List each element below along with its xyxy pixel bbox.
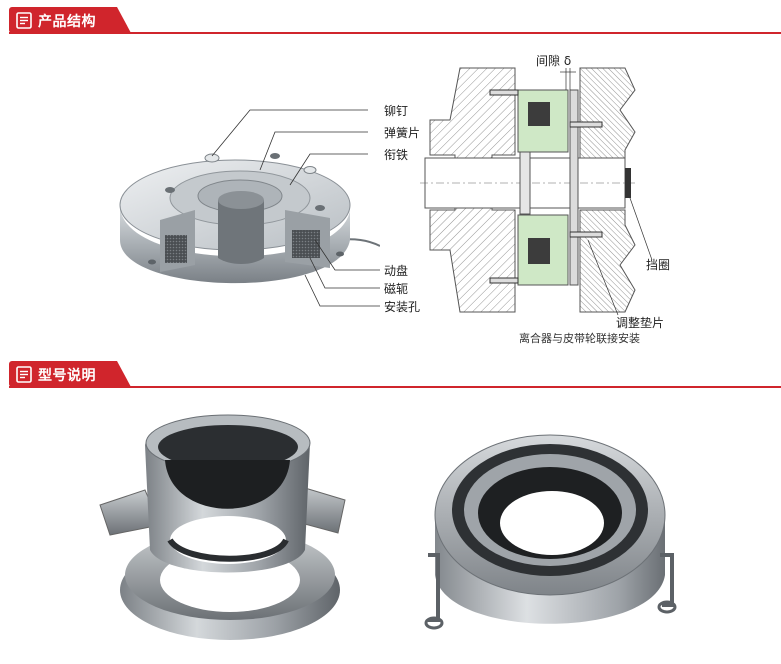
clutch-cutaway-illustration (119, 109, 380, 307)
section-divider (9, 32, 781, 34)
release-bearing-photo-left (99, 414, 346, 640)
section-header-model: 型号说明 (0, 358, 781, 390)
label-yoke: 磁轭 (384, 282, 409, 296)
label-armature: 衔铁 (384, 148, 409, 162)
label-mount-hole: 安装孔 (384, 300, 421, 314)
label-gap: 间隙 δ (536, 54, 572, 68)
document-icon (16, 366, 32, 383)
document-icon (16, 12, 32, 29)
label-moving-disc: 动盘 (384, 264, 409, 278)
section-header-structure: 产品结构 (0, 4, 781, 36)
label-retaining-ring: 挡圈 (646, 258, 671, 272)
label-spring: 弹簧片 (384, 126, 421, 140)
section-title: 型号说明 (38, 368, 96, 384)
assembly-section-drawing (420, 67, 653, 316)
assembly-caption: 离合器与皮带轮联接安装 (519, 332, 640, 345)
label-rivet: 铆钉 (384, 104, 409, 118)
section-title: 产品结构 (38, 14, 96, 30)
section-divider (9, 386, 781, 388)
release-bearing-photo-right (424, 434, 677, 630)
label-shim: 调整垫片 (616, 316, 665, 330)
